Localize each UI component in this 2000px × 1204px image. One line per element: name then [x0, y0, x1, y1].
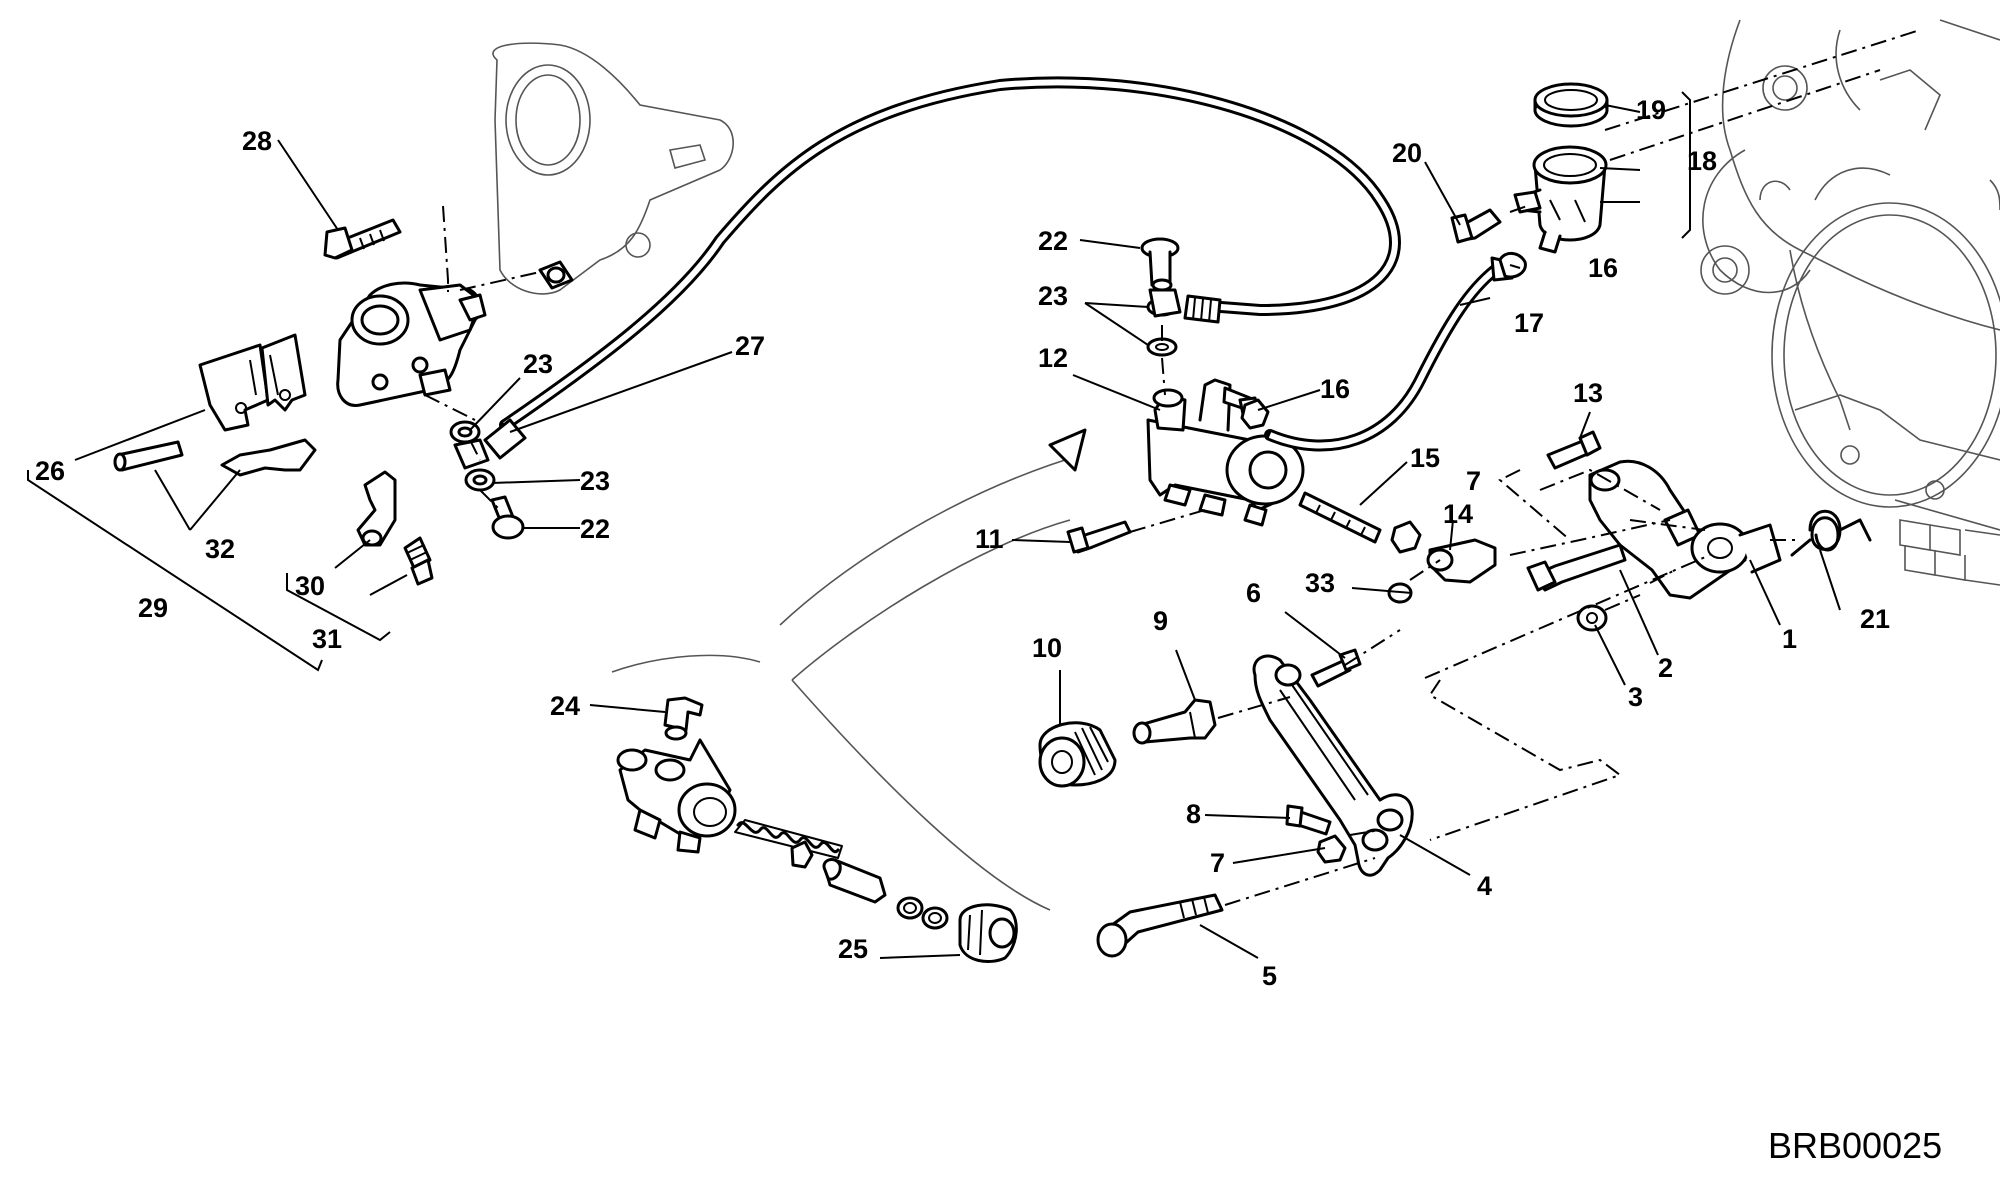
- callout-27: 27: [735, 331, 765, 361]
- callout-9: 9: [1153, 606, 1168, 636]
- banjo-bolt-top: [1140, 237, 1182, 357]
- callout-33: 33: [1305, 568, 1335, 598]
- callout-13: 13: [1573, 378, 1603, 408]
- group-brackets: [27, 91, 1691, 672]
- callout-31: 31: [312, 624, 342, 654]
- bracket-screw: [1546, 430, 1602, 470]
- pedal-pivot-bolt: [1096, 893, 1224, 958]
- pedal-pivot-bracket: [1588, 459, 1782, 600]
- callout-16-lower: 16: [1320, 374, 1350, 404]
- pedal-rubber: [1038, 721, 1117, 788]
- callout-12: 12: [1038, 343, 1068, 373]
- reservoir-hose-17: [1264, 256, 1514, 452]
- leader-lines: [74, 104, 1841, 959]
- stop-screw: [1285, 804, 1347, 864]
- callout-32: 32: [205, 534, 235, 564]
- callout-4: 4: [1477, 871, 1492, 901]
- frame-plate-outline: [492, 42, 734, 295]
- bleeder-and-clip: [356, 470, 434, 586]
- callout-26: 26: [35, 456, 65, 486]
- callout-17: 17: [1514, 308, 1544, 338]
- callout-20: 20: [1392, 138, 1422, 168]
- callout-23-top: 23: [1038, 281, 1068, 311]
- centerlines: [424, 29, 1921, 906]
- callout-21: 21: [1860, 604, 1890, 634]
- master-cylinder: [1146, 378, 1305, 527]
- drawing-code: BRB00025: [1768, 1125, 1942, 1166]
- callout-10: 10: [1032, 633, 1062, 663]
- callout-25: 25: [838, 934, 868, 964]
- callout-labels: 1 2 3 4 5 6 7 7 8 9 10 11 12 13 14 15 16…: [35, 95, 1890, 991]
- callout-8: 8: [1186, 799, 1201, 829]
- callout-7-lower: 7: [1210, 848, 1225, 878]
- return-spring: [1790, 509, 1872, 557]
- callout-11: 11: [975, 524, 1004, 554]
- callout-14: 14: [1443, 499, 1473, 529]
- callout-2: 2: [1658, 653, 1673, 683]
- caliper-bolt: [323, 218, 574, 290]
- brake-pads: [198, 333, 307, 432]
- callout-15: 15: [1410, 443, 1440, 473]
- callout-24: 24: [550, 691, 580, 721]
- callout-23-left-upper: 23: [523, 349, 553, 379]
- callout-22-left: 22: [580, 514, 610, 544]
- hose-clamp-lower: [1240, 398, 1270, 430]
- master-cylinder-bolt: [1066, 520, 1132, 554]
- pedal-pin: [1132, 698, 1217, 745]
- brake-hose-27: [483, 76, 1401, 460]
- callout-18: 18: [1687, 146, 1717, 176]
- reservoir-bolt: [1450, 190, 1542, 244]
- callout-5: 5: [1262, 961, 1277, 991]
- callout-29: 29: [138, 593, 168, 623]
- callout-3: 3: [1628, 682, 1643, 712]
- engine-case-outline: [1700, 19, 2000, 586]
- callout-16-upper: 16: [1588, 253, 1618, 283]
- callout-23-left-lower: 23: [580, 466, 610, 496]
- callout-22-top: 22: [1038, 226, 1068, 256]
- callout-28: 28: [242, 126, 272, 156]
- callout-30: 30: [295, 571, 325, 601]
- pedal-screw-6: [1310, 648, 1362, 688]
- master-cylinder-detail: [611, 428, 1087, 963]
- brake-fluid-reservoir: [1520, 82, 1609, 254]
- pivot-bolt: [1526, 543, 1627, 632]
- callout-7-upper: 7: [1466, 466, 1481, 496]
- callout-1: 1: [1782, 624, 1797, 654]
- pad-pin-and-spring: [113, 438, 317, 477]
- brake-pedal-lever: [1252, 654, 1414, 877]
- rear-brake-caliper: [336, 281, 487, 407]
- callout-6: 6: [1246, 578, 1261, 608]
- callout-19: 19: [1636, 95, 1666, 125]
